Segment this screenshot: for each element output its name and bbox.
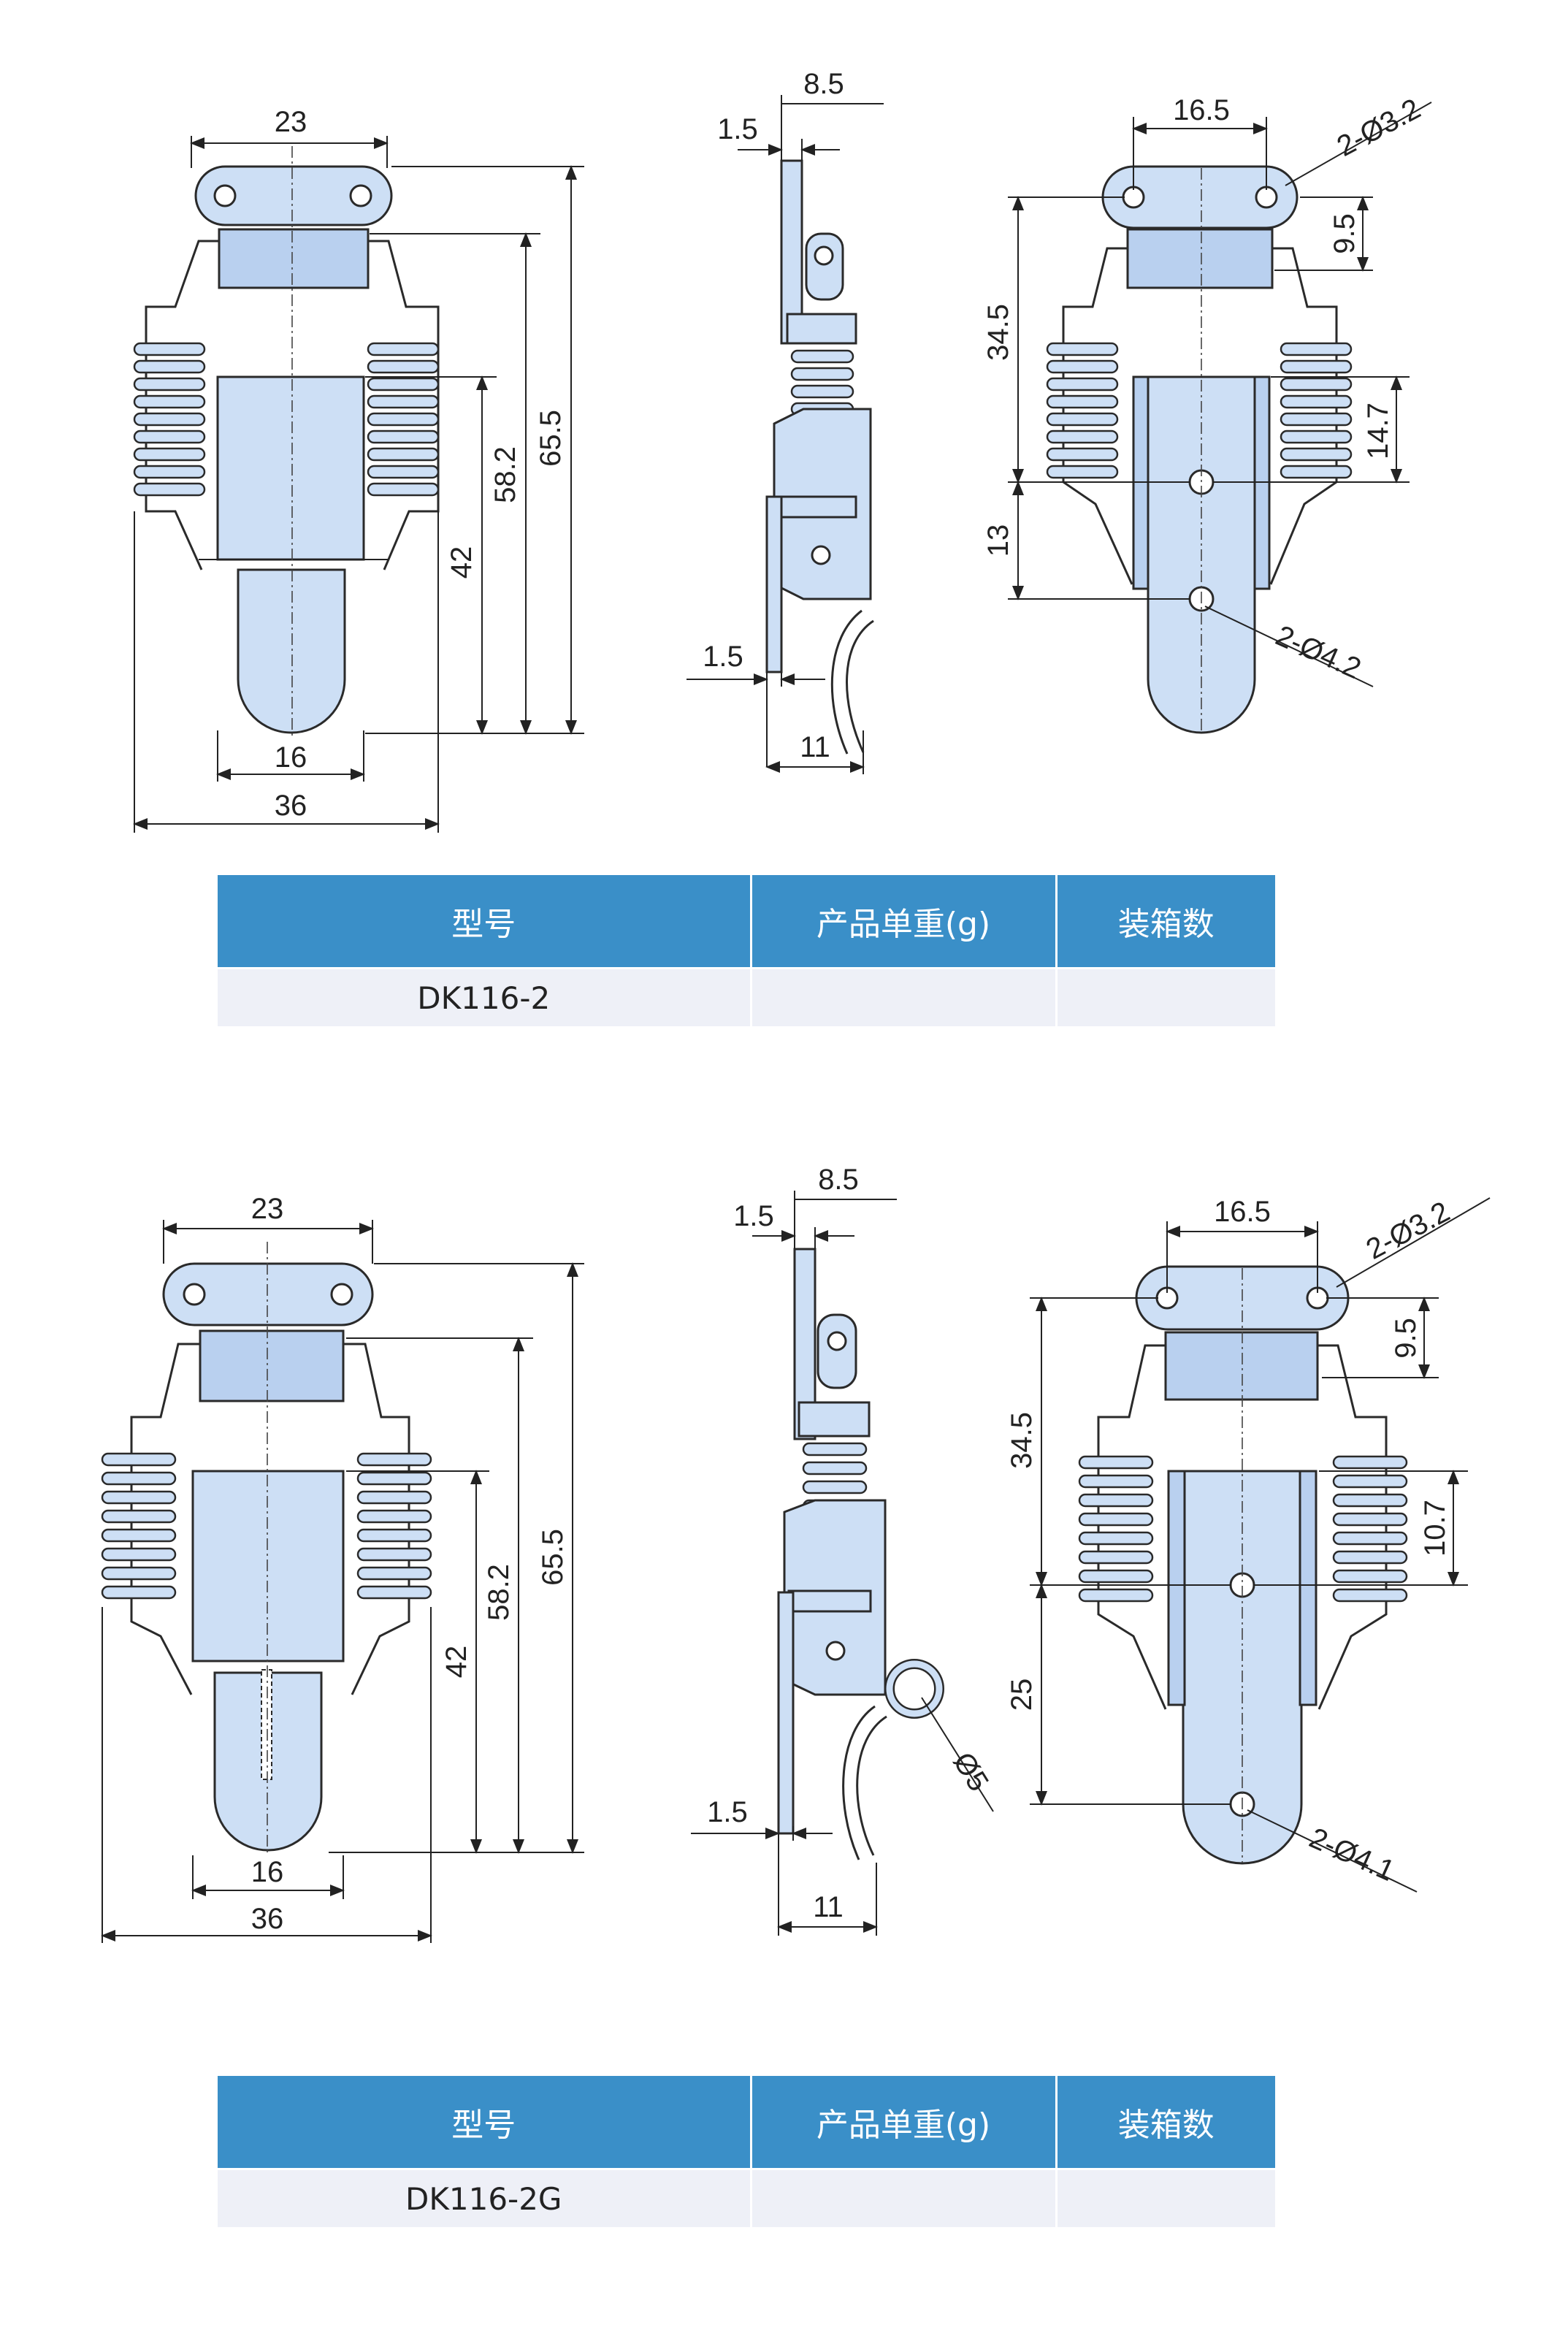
dim-hook-width: 11: [813, 1891, 844, 1923]
product-sheet-2: 23 16 36 42 58.2 65.5: [0, 1139, 1568, 2308]
table-header-row: 型号 产品单重(g) 装箱数: [218, 2076, 1275, 2169]
left-spring: [133, 342, 206, 497]
dim-height-65: 65.5: [535, 410, 567, 467]
mount-hole: [213, 184, 237, 207]
side-view: 8.5 1.5 1.5 11: [687, 68, 884, 774]
rear-view: 16.5 2-Ø3.2 9.5 34.5 13 14.7 2-Ø4.2: [982, 93, 1432, 734]
dim-thick-bottom: 1.5: [707, 1796, 748, 1828]
dim-height-58: 58.2: [483, 1564, 515, 1621]
front-view: 23 16 36 42 58.2 65.5: [133, 106, 584, 833]
rear-right-spring: [1332, 1455, 1408, 1603]
side-back-plate: [765, 495, 783, 673]
product-sheet-1: 23 16 36 42 58.2 65.5: [0, 0, 1568, 1096]
left-wire-arm: [145, 240, 219, 570]
right-spring: [356, 1452, 432, 1600]
dim-overall-width: 36: [275, 790, 307, 822]
dim-thick-top: 1.5: [733, 1200, 774, 1232]
dim-bottom-holes: 2-Ø4.2: [1271, 619, 1366, 685]
dim-hole-spacing: 16.5: [1214, 1196, 1271, 1228]
cell-weight: [751, 2168, 1058, 2227]
dim-height-58: 58.2: [489, 446, 521, 503]
header-weight: 产品单重(g): [751, 2076, 1058, 2169]
side-hinge: [805, 232, 844, 301]
header-box-qty: 装箱数: [1056, 875, 1275, 969]
dim-lower: 13: [982, 524, 1014, 557]
right-spring: [367, 342, 440, 497]
dim-thick-top: 1.5: [717, 113, 758, 145]
spec-table-1: 型号 产品单重(g) 装箱数 DK116-2: [218, 875, 1275, 1026]
dim-ring: Ø5: [946, 1746, 995, 1797]
rear-hinge-block: [1126, 228, 1274, 289]
hook-tongue: [237, 568, 346, 734]
rear-right-spring: [1280, 342, 1353, 479]
header-weight: 产品单重(g): [751, 875, 1058, 969]
header-model: 型号: [218, 2076, 752, 2169]
header-box-qty: 装箱数: [1056, 2076, 1275, 2169]
spec-table-2: 型号 产品单重(g) 装箱数 DK116-2G: [218, 2076, 1275, 2227]
hinge-block: [218, 228, 370, 289]
dim-depth: 8.5: [818, 1164, 859, 1196]
dim-top-width: 23: [251, 1193, 284, 1225]
rear-left-spring: [1078, 1455, 1154, 1603]
right-wire-arm: [368, 240, 440, 570]
dim-lower: 25: [1006, 1679, 1038, 1711]
side-view: 8.5 1.5 1.5 11 Ø5: [691, 1164, 995, 1936]
dim-overall-width: 36: [251, 1903, 284, 1935]
cell-model: DK116-2: [218, 967, 752, 1026]
cell-box-qty: [1056, 967, 1275, 1026]
dim-plate-height: 9.5: [1328, 213, 1361, 254]
side-hook: [846, 619, 874, 753]
dim-top-width: 23: [275, 106, 307, 138]
cell-box-qty: [1056, 2168, 1275, 2227]
mount-hole: [349, 184, 372, 207]
dim-hole-spacing: 16.5: [1173, 94, 1230, 126]
dim-plate-height: 9.5: [1390, 1318, 1422, 1359]
rear-left-spring: [1046, 342, 1119, 479]
table-row: DK116-2: [218, 967, 1275, 1026]
table-header-row: 型号 产品单重(g) 装箱数: [218, 875, 1275, 969]
header-model: 型号: [218, 875, 752, 969]
top-mounting-plate: [194, 165, 393, 226]
dim-bottom-holes: 2-Ø4.1: [1304, 1822, 1399, 1887]
technical-drawing-1: 23 16 36 42 58.2 65.5: [133, 68, 1432, 833]
rear-view: 16.5 2-Ø3.2 9.5 34.5 25 10.7 2-Ø4.1: [1006, 1196, 1491, 1893]
dim-height-42: 42: [445, 546, 478, 579]
dim-neck-width: 16: [251, 1856, 284, 1888]
dim-upper: 34.5: [982, 304, 1014, 361]
dim-depth: 8.5: [803, 68, 844, 100]
dim-top-holes: 2-Ø3.2: [1361, 1196, 1456, 1266]
dim-slot: 14.7: [1362, 402, 1394, 459]
side-top-plate: [780, 159, 803, 345]
cell-weight: [751, 967, 1058, 1026]
left-spring: [101, 1452, 177, 1600]
technical-drawing-2: 23 16 36 42 58.2 65.5: [101, 1164, 1491, 1943]
cell-model: DK116-2G: [218, 2168, 752, 2227]
dim-slot: 10.7: [1419, 1500, 1451, 1557]
dim-height-65: 65.5: [537, 1529, 569, 1586]
dim-hook-width: 11: [800, 731, 830, 763]
dim-neck-width: 16: [275, 741, 307, 774]
table-row: DK116-2G: [218, 2168, 1275, 2227]
dim-height-42: 42: [440, 1646, 473, 1679]
dim-upper: 34.5: [1006, 1412, 1038, 1469]
dim-thick-bottom: 1.5: [703, 641, 743, 673]
front-view: 23 16 36 42 58.2 65.5: [101, 1193, 584, 1943]
latch-body: [216, 375, 365, 561]
dim-top-holes: 2-Ø3.2: [1332, 93, 1426, 163]
